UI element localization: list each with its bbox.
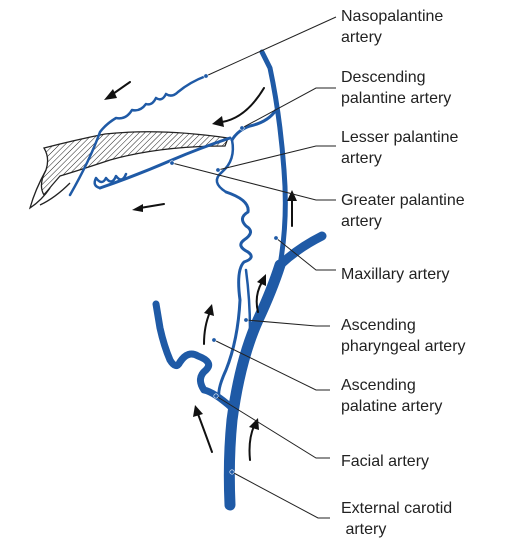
dot-descending-palantine: [240, 126, 244, 130]
label-facial-artery: Facial artery: [341, 451, 429, 472]
dot-maxillary: [274, 236, 278, 240]
leader-descending-palantine: [242, 88, 336, 128]
label-lesser-palantine-artery: Lesser palantine artery: [341, 127, 458, 169]
label-ascending-pharyngeal-artery: Ascending pharyngeal artery: [341, 315, 466, 357]
leader-greater-palantine: [172, 163, 336, 200]
dot-facial: [214, 394, 218, 398]
lesser-palantine-artery: [217, 140, 233, 192]
dot-lesser-palantine: [216, 168, 220, 172]
label-nasopalantine-artery: Nasopalantine artery: [341, 6, 443, 48]
dot-ascending-pharyngeal: [244, 318, 248, 322]
maxillary-artery-distal: [280, 236, 322, 265]
label-ascending-palatine-artery: Ascending palatine artery: [341, 375, 442, 417]
external-carotid-artery: [229, 265, 280, 505]
label-external-carotid-artery: External carotid artery: [341, 498, 452, 540]
facial-artery: [156, 304, 232, 408]
label-maxillary-artery: Maxillary artery: [341, 264, 449, 285]
leader-lesser-palantine: [218, 146, 336, 170]
dot-ascending-palatine: [212, 338, 216, 342]
descending-palantine-artery: [232, 110, 276, 140]
leader-ascending-palatine: [214, 340, 330, 390]
label-descending-palantine-artery: Descending palantine artery: [341, 67, 451, 109]
label-greater-palantine-artery: Greater palantine artery: [341, 190, 465, 232]
dot-greater-palantine: [170, 161, 174, 165]
leader-external-carotid: [232, 472, 330, 518]
dot-external-carotid: [230, 470, 234, 474]
dot-nasopalantine: [204, 74, 208, 78]
leader-lines: [170, 17, 336, 518]
